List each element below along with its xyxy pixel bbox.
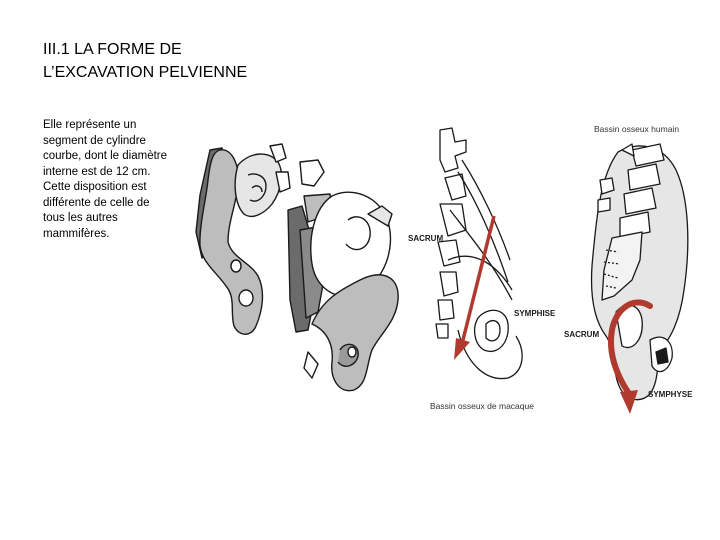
title-line-2: L’EXCAVATION PELVIENNE <box>43 64 248 81</box>
macaque-pelvis-diagram <box>435 127 523 380</box>
human-sacrum-label: SACRUM <box>564 330 599 339</box>
macaque-symphyse-label: SYMPHISE <box>514 309 556 318</box>
human-pelvis-diagram <box>590 143 689 401</box>
macaque-caption: Bassin osseux de macaque <box>430 401 534 411</box>
human-caption: Bassin osseux humain <box>594 124 679 134</box>
human-symphyse-label: SYMPHYSE <box>648 390 693 399</box>
macaque-birth-axis-arrow <box>454 215 496 360</box>
body-text: Elle représente un segment de cylindre c… <box>43 118 173 242</box>
macaque-sacrum-label: SACRUM <box>408 234 443 243</box>
title-line-1: III.1 LA FORME DE <box>43 41 182 58</box>
body-paragraph-1: Elle représente un segment de cylindre c… <box>43 119 168 178</box>
slide-title: III.1 LA FORME DE L’EXCAVATION PELVIENNE <box>43 38 363 84</box>
human-birth-axis-arrow <box>608 299 653 414</box>
pelvis-illustration-left <box>195 143 399 392</box>
body-paragraph-2: Cette disposition est différente de cell… <box>43 181 150 240</box>
